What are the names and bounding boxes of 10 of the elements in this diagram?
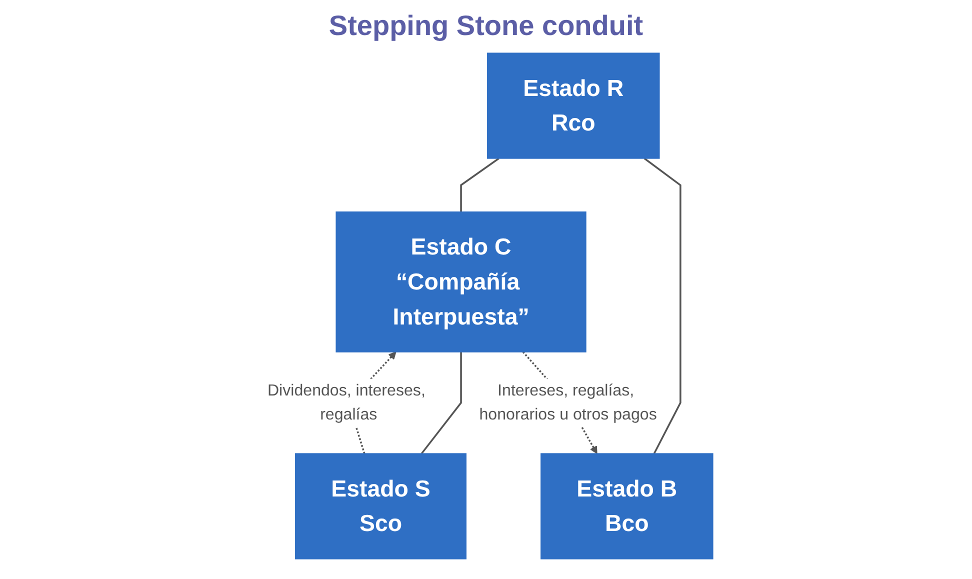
diagram-title: Stepping Stone conduit bbox=[328, 10, 644, 42]
node-box: Estado S Sco bbox=[294, 453, 466, 560]
node-box: Estado C “Compañía Interpuesta” bbox=[336, 211, 586, 352]
node-box: Estado R Rco bbox=[486, 52, 660, 159]
edge-label: Dividendos, intereses, regalías bbox=[267, 381, 426, 424]
connector bbox=[420, 352, 462, 454]
edge-label: Intereses, regalías, honorarios u otros pagos bbox=[479, 381, 657, 424]
connector bbox=[460, 158, 500, 212]
node-box: Estado B Bco bbox=[540, 453, 714, 560]
connector bbox=[644, 158, 682, 454]
